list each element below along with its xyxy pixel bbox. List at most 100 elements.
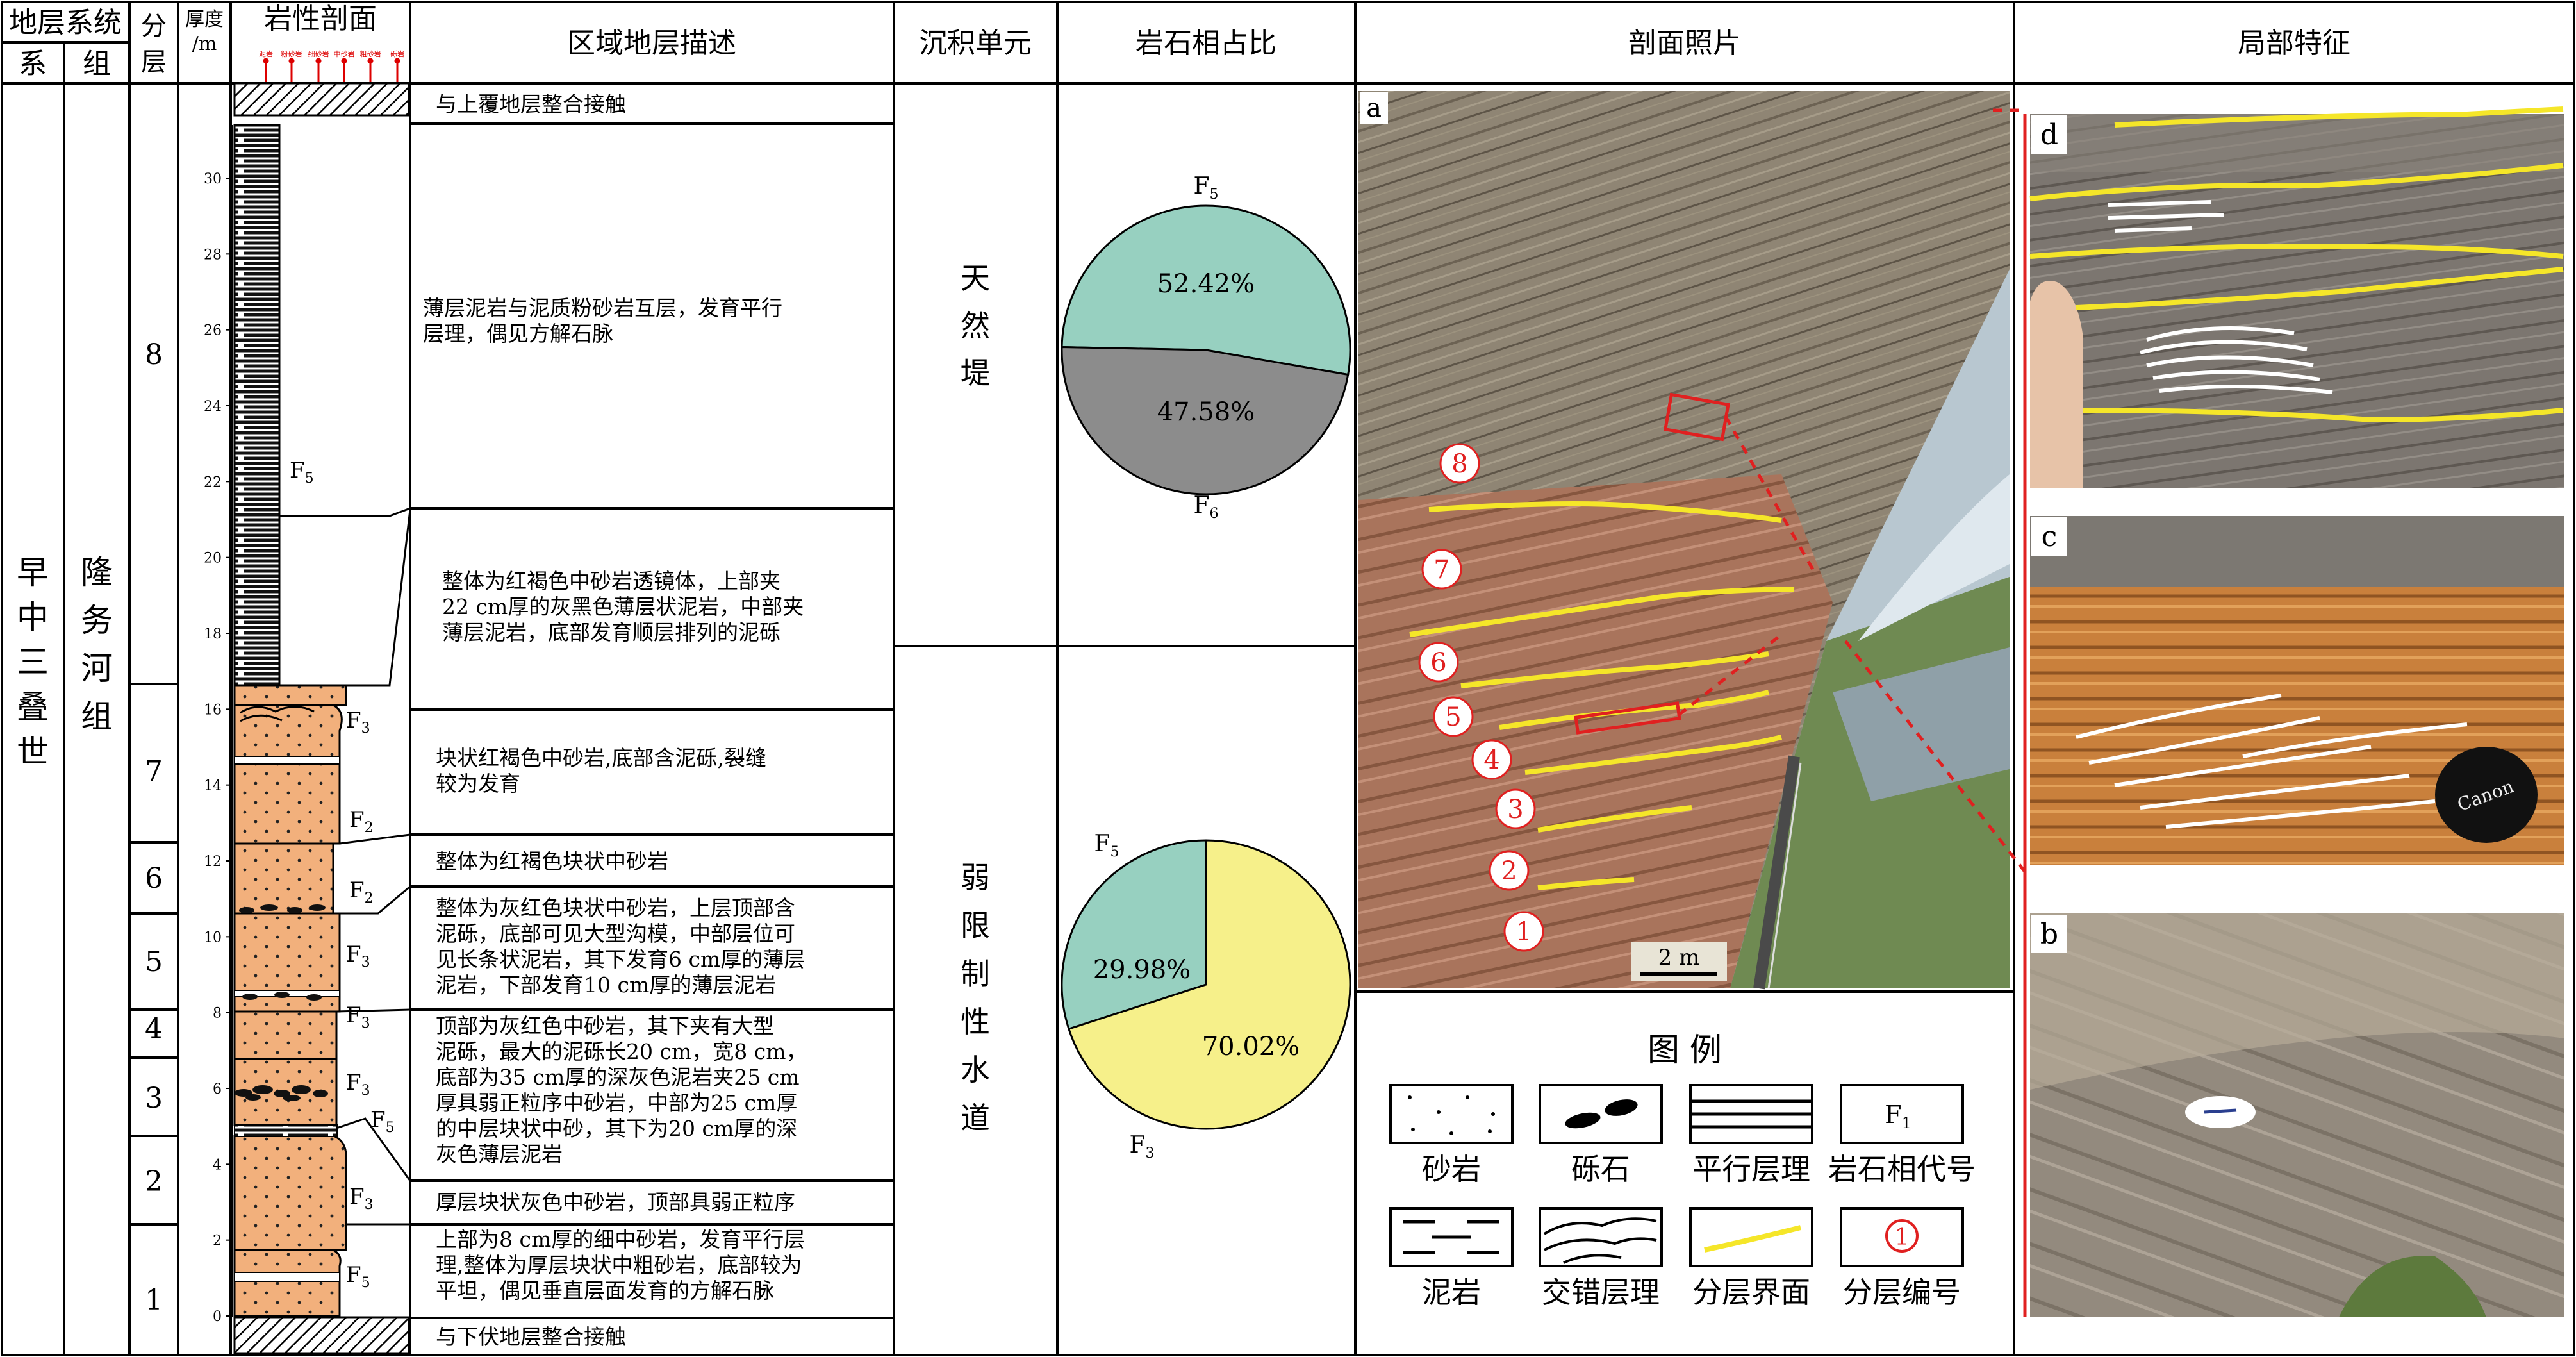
system-char: 世 bbox=[17, 733, 49, 770]
photo-layer-number: 2 bbox=[1501, 856, 1517, 886]
group-char: 务 bbox=[81, 602, 113, 639]
unit-char-channel: 水 bbox=[961, 1053, 990, 1087]
unit-char-channel: 弱 bbox=[961, 860, 990, 895]
description-line: 厚具弱正粒序中砂岩，中部为25 cm厚 bbox=[436, 1090, 797, 1115]
facies-label: F3 bbox=[346, 1070, 370, 1099]
grain-size-label: 细砂岩 bbox=[308, 49, 329, 58]
legend-label-gravel: 砾石 bbox=[1571, 1152, 1630, 1186]
facies-label: F2 bbox=[349, 807, 374, 836]
pie-value-F5: 29.98% bbox=[1093, 955, 1191, 985]
photo-label-c: c bbox=[2042, 520, 2058, 553]
description-line: 灰色薄层泥岩 bbox=[436, 1142, 563, 1167]
grain-size-label: 砾岩 bbox=[390, 49, 404, 58]
legend: 图 例 F1 砂岩 砾石 平行层理 岩石相代号 bbox=[1355, 990, 2014, 1310]
system-char: 三 bbox=[17, 644, 49, 681]
header-photo: 剖面照片 bbox=[1628, 27, 1741, 60]
bottom-contact-hatch bbox=[233, 1316, 410, 1354]
unit-char-channel: 性 bbox=[961, 1004, 990, 1039]
facies-label: F3 bbox=[346, 708, 370, 737]
legend-layer-number-digit: 1 bbox=[1895, 1224, 1910, 1251]
header-strat-system: 地层系统 bbox=[9, 6, 122, 39]
thickness-tick-label: 18 bbox=[204, 626, 222, 642]
facies-label: F3 bbox=[346, 1003, 370, 1031]
photo-label-a: a bbox=[1366, 94, 1382, 123]
header-row: 地层系统 系 组 分层 厚度/m 岩性剖面 区域地层描述 沉积单元 岩石相占比 … bbox=[9, 3, 2350, 80]
facies-label: F3 bbox=[346, 942, 370, 970]
layer-number: 2 bbox=[145, 1165, 163, 1198]
header-thickness: 厚度/m bbox=[185, 8, 224, 55]
layer-boundaries bbox=[1409, 501, 1795, 890]
photo-layer-number: 3 bbox=[1507, 795, 1523, 824]
unit-char-levee: 然 bbox=[961, 308, 990, 343]
gravel-clasts bbox=[235, 904, 328, 1101]
sandstone-unit-7b bbox=[233, 704, 343, 845]
description-line: 见长条状泥岩，其下发育6 cm厚的薄层 bbox=[436, 947, 805, 972]
thickness-tick-label: 28 bbox=[204, 247, 222, 263]
sandstone-unit-6 bbox=[233, 842, 334, 915]
description-line: 整体为红褐色中砂岩透镜体，上部夹 bbox=[442, 569, 780, 594]
photo-layer-number: 4 bbox=[1483, 745, 1499, 775]
description-line: 薄层泥岩与泥质粉砂岩互层，发育平行 bbox=[423, 296, 782, 321]
pie-facies-label: F6 bbox=[1194, 492, 1219, 522]
photo-layer-number: 5 bbox=[1445, 703, 1461, 732]
thickness-tick-label: 24 bbox=[204, 399, 222, 415]
layer-number: 6 bbox=[145, 862, 163, 895]
thickness-tick-label: 12 bbox=[204, 854, 222, 870]
description-line: 厚层块状灰色中砂岩，顶部具弱正粒序 bbox=[436, 1190, 795, 1215]
header-lithology: 岩性剖面 bbox=[264, 3, 377, 35]
grain-size-label: 粉砂岩 bbox=[281, 49, 302, 58]
group-char: 隆 bbox=[81, 554, 113, 591]
system-char: 叠 bbox=[17, 688, 49, 726]
facies-label: F3 bbox=[349, 1184, 374, 1213]
legend-label-sandstone: 砂岩 bbox=[1422, 1152, 1481, 1186]
header-unit: 沉积单元 bbox=[919, 27, 1032, 60]
layer-number: 1 bbox=[145, 1284, 163, 1317]
header-system: 系 bbox=[19, 47, 47, 80]
description-line: 整体为红褐色块状中砂岩 bbox=[436, 849, 668, 874]
svg-text:F1: F1 bbox=[1885, 1101, 1911, 1132]
description-line: 块状红褐色中砂岩,底部含泥砾,裂缝 bbox=[436, 745, 766, 770]
facies-label: F5 bbox=[346, 1262, 370, 1291]
group-char: 河 bbox=[81, 650, 113, 687]
description-line: 整体为灰红色块状中砂岩，上层顶部含 bbox=[436, 895, 795, 920]
layer-number: 4 bbox=[145, 1013, 163, 1045]
thickness-tick-label: 16 bbox=[204, 702, 222, 718]
photo-layer-number: 1 bbox=[1515, 917, 1532, 947]
group-char: 组 bbox=[81, 698, 113, 735]
legend-label-layer-number: 分层编号 bbox=[1843, 1275, 1961, 1310]
pie-value-F3: 70.02% bbox=[1202, 1032, 1300, 1061]
description-line: 泥砾，最大的泥砾长20 cm，宽8 cm， bbox=[436, 1039, 807, 1064]
sandstone-unit-2 bbox=[233, 1135, 347, 1251]
legend-title: 图 例 bbox=[1647, 1031, 1722, 1069]
detail-marker-c bbox=[1574, 701, 1681, 735]
header-local: 局部特征 bbox=[2238, 27, 2350, 60]
unit-char-channel: 限 bbox=[961, 908, 990, 943]
header-group: 组 bbox=[83, 47, 111, 80]
thickness-tick-label: 0 bbox=[213, 1309, 222, 1325]
thickness-tick-label: 10 bbox=[204, 929, 222, 945]
legend-label-cross-bedding: 交错层理 bbox=[1542, 1275, 1660, 1310]
sandstone-unit-1 bbox=[233, 1249, 342, 1317]
thickness-tick-label: 26 bbox=[204, 323, 222, 339]
thickness-tick-label: 20 bbox=[204, 551, 222, 567]
correlation-lines bbox=[279, 507, 411, 1226]
photo-layer-circle bbox=[1439, 443, 1480, 484]
description-line: 层理，偶见方解石脉 bbox=[423, 321, 613, 346]
photo-layer-circle bbox=[1489, 850, 1530, 891]
header-thickness-line2: /m bbox=[192, 33, 217, 55]
photo-layer-circle bbox=[1471, 739, 1512, 780]
unit-char-levee: 堤 bbox=[961, 356, 990, 390]
description-line: 泥砾，底部可见大型沟模，中部层位可 bbox=[436, 921, 795, 946]
description-line: 平坦，偶见垂直层面发育的方解石脉 bbox=[436, 1278, 774, 1303]
pie-slice-F5 bbox=[1061, 839, 1207, 1031]
thickness-tick-label: 22 bbox=[204, 474, 222, 490]
photo-layer-number: 8 bbox=[1451, 449, 1467, 479]
sandstone-unit-4 bbox=[233, 1010, 338, 1060]
